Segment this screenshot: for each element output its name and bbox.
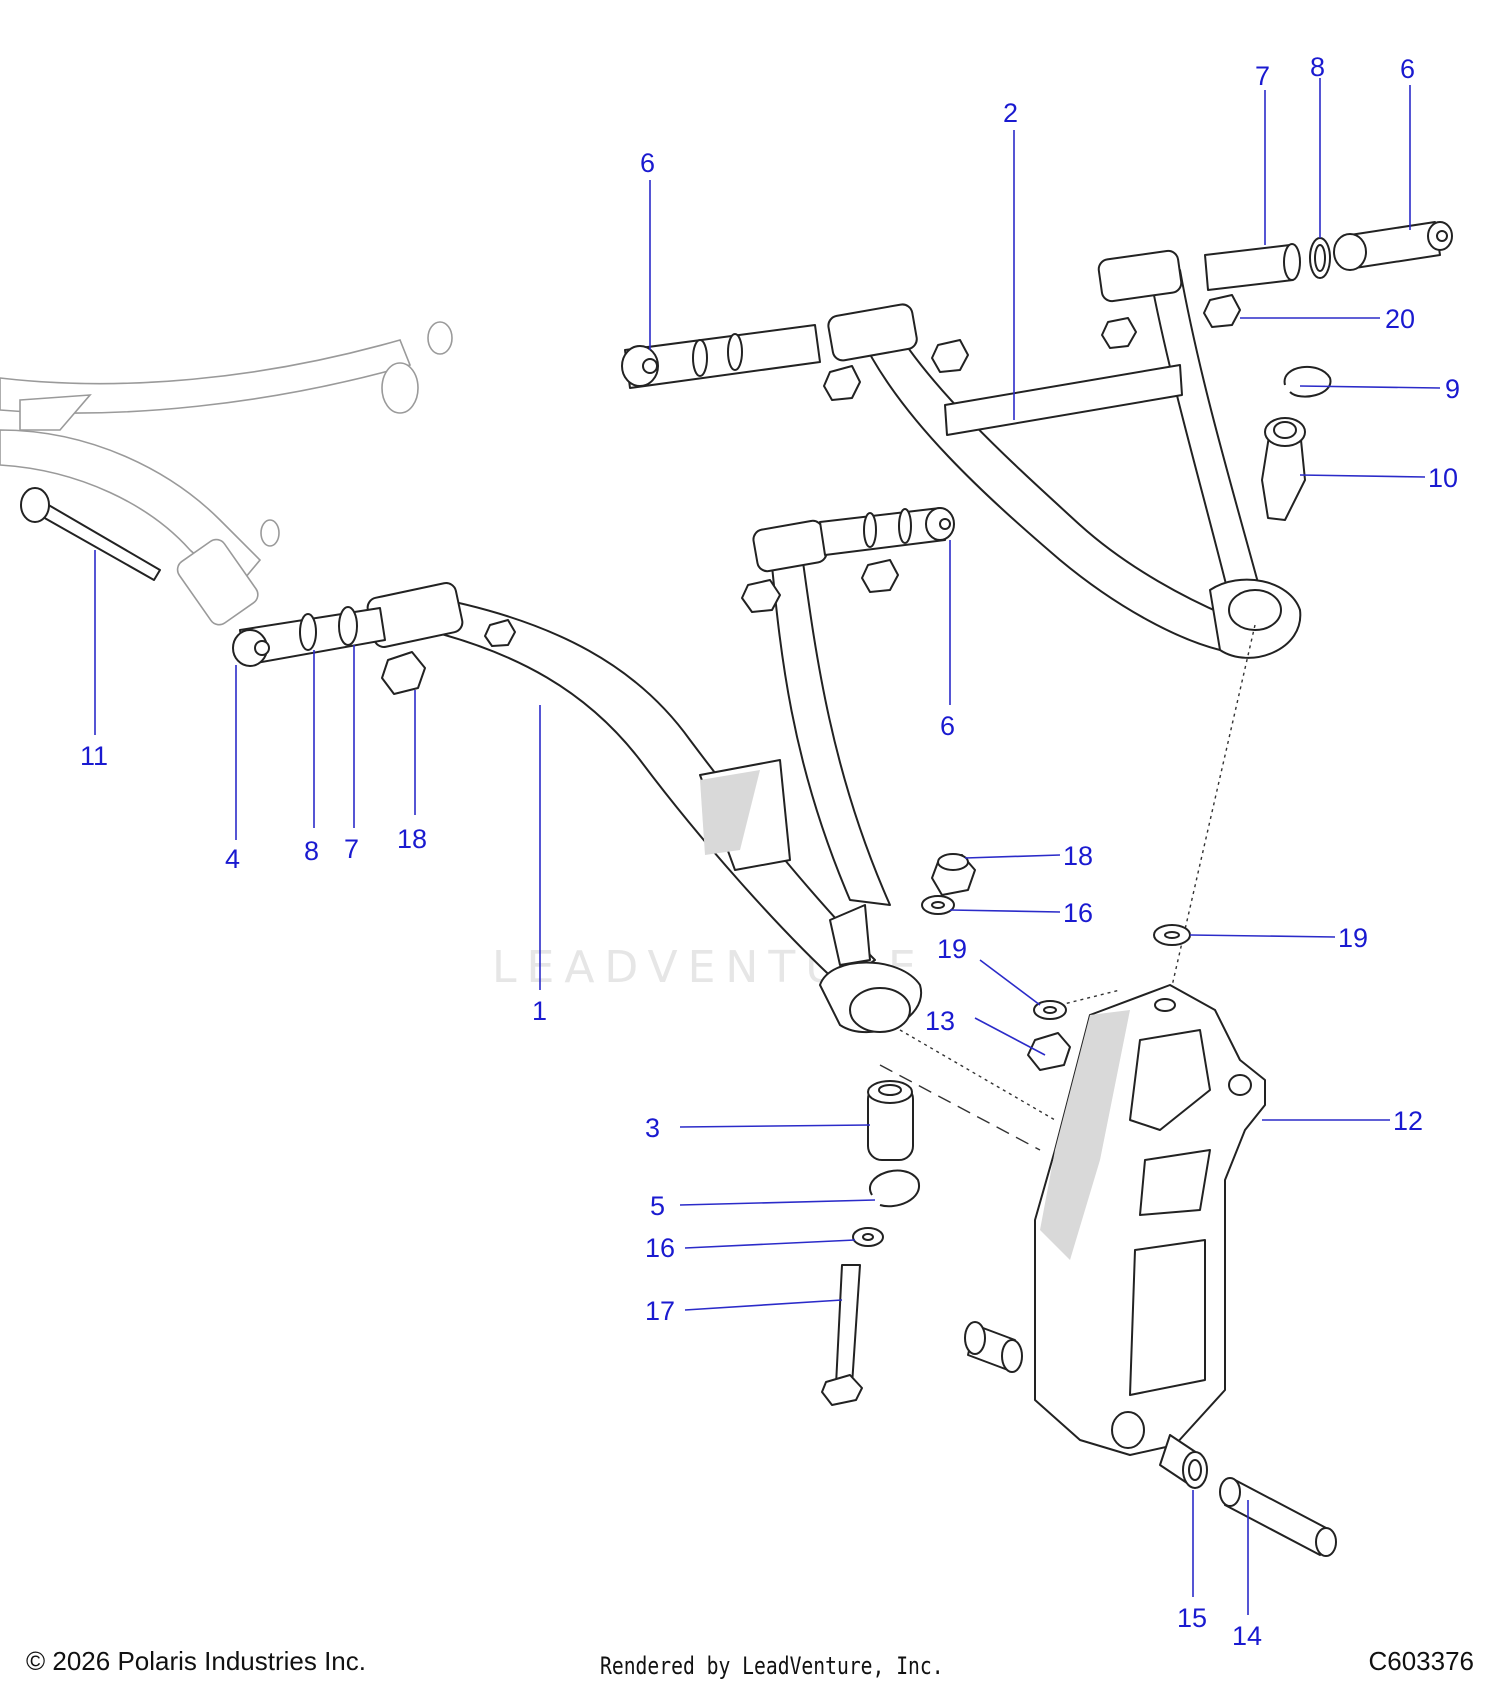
part-8-seal-ring-upper[interactable] [1309,237,1331,279]
part-10-ball-joint-upper[interactable] [1261,417,1306,521]
callout-8-upper: 8 [1310,52,1325,82]
callout-19-right: 19 [1338,923,1368,953]
callout-6-upper-right: 6 [1400,54,1415,84]
part-15-bushing[interactable] [1159,1434,1208,1489]
callout-9: 9 [1445,374,1460,404]
callout-7-left: 7 [344,834,359,864]
callout-16-lower: 16 [645,1233,675,1263]
copyright-notice: © 2026 Polaris Industries Inc. [26,1646,366,1676]
part-5-snap-ring-lower[interactable] [869,1169,921,1208]
diagram-id: C603376 [1368,1646,1474,1676]
nut-upper-2[interactable] [931,339,969,373]
part-1-lower-a-arm[interactable] [366,519,923,1034]
callout-5: 5 [650,1191,665,1221]
callout-6-lower: 6 [940,711,955,741]
part-6-pivot-pin-upper-right[interactable] [1333,221,1453,271]
nut-upper-1[interactable] [823,365,861,401]
callout-16-right: 16 [1063,898,1093,928]
part-16-washer-lower[interactable] [852,1227,884,1247]
part-3-ball-joint-lower[interactable] [867,1080,914,1161]
callout-7-upper: 7 [1255,61,1270,91]
bushing-bracket-upper[interactable] [964,1321,1023,1373]
part-2-upper-a-arm[interactable] [827,249,1302,659]
part-6-pivot-pin-upper-left[interactable] [621,324,821,389]
callout-8-left: 8 [304,836,319,866]
part-12-bracket[interactable] [1034,984,1266,1456]
callout-20: 20 [1385,304,1415,334]
part-11-long-bolt[interactable] [20,487,161,581]
callout-13: 13 [925,1006,955,1036]
part-20-lock-nut-upper[interactable] [1203,294,1241,328]
part-19-washer-right[interactable] [1033,1000,1067,1020]
part-16-washer-right[interactable] [921,895,955,915]
part-6-pivot-pin-lower[interactable] [819,507,955,556]
part-9-snap-ring-upper[interactable] [1283,365,1332,398]
callout-6-upper-left: 6 [640,148,655,178]
callout-10: 10 [1428,463,1458,493]
part-8-seal-ring-left[interactable] [299,613,317,651]
part-13-nut-right[interactable] [1027,1032,1071,1071]
callout-11: 11 [80,741,108,771]
nut-lower-4[interactable] [484,619,516,647]
part-14-sleeve[interactable] [1219,1477,1337,1557]
leader-lines [94,78,1441,1615]
nut-upper-3[interactable] [1101,317,1137,349]
callout-18-left: 18 [397,824,427,854]
callout-labels: 1 2 3 4 5 6 6 6 7 7 8 8 9 10 11 12 13 14… [80,52,1460,1651]
callout-18-right: 18 [1063,841,1093,871]
callout-15: 15 [1177,1603,1207,1633]
nut-lower-3[interactable] [861,559,899,593]
callout-3: 3 [645,1113,660,1143]
part-7-bushing-left[interactable] [338,606,358,646]
callout-17: 17 [645,1296,675,1326]
part-18-lock-nut-right[interactable] [931,853,976,896]
ghost-frame [0,321,453,626]
callout-19-left: 19 [937,934,967,964]
rendered-by-credit: Rendered by LeadVenture, Inc. [600,1652,944,1680]
part-19-washer-far-right[interactable] [1153,924,1191,946]
part-18-lock-nut-lower[interactable] [381,651,426,695]
nut-lower-2[interactable] [741,579,781,613]
callout-4: 4 [225,844,240,874]
part-17-bolt-lower[interactable] [821,1264,863,1406]
callout-12: 12 [1393,1106,1423,1136]
callout-1: 1 [532,996,547,1026]
callout-2: 2 [1003,98,1018,128]
callout-14: 14 [1232,1621,1262,1651]
part-7-bushing-upper[interactable] [1204,243,1301,291]
